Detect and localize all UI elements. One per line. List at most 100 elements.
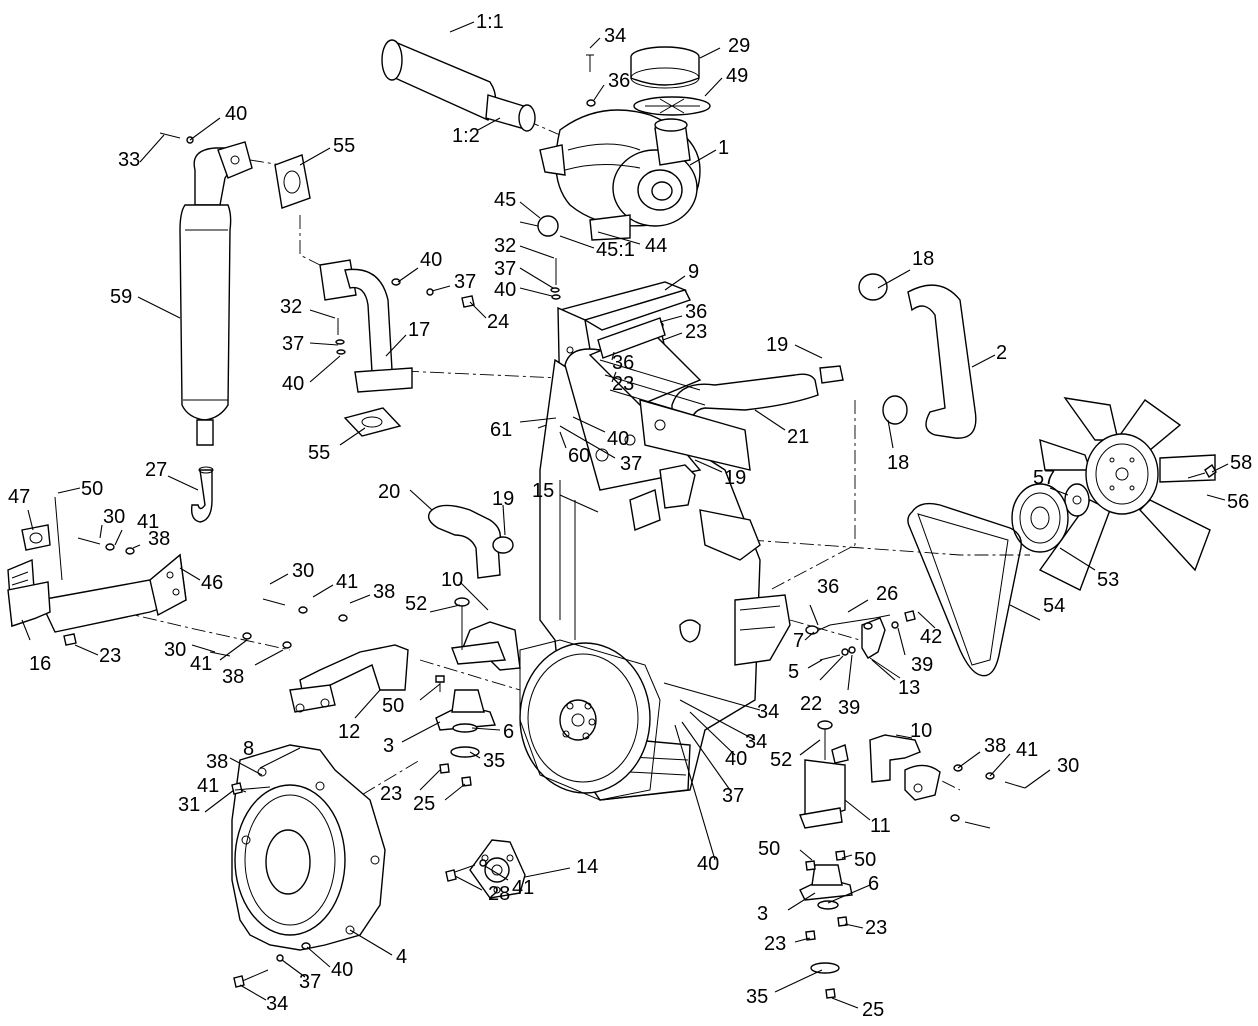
- exhaust-pipe-17: [319, 259, 413, 393]
- flywheel-housing: [231, 744, 386, 988]
- callout-56: 56: [1227, 491, 1249, 513]
- precleaner-screen: [633, 96, 711, 116]
- callout-18: 18: [912, 248, 934, 270]
- callout-40: 40: [725, 748, 747, 770]
- callout-40: 40: [225, 103, 247, 125]
- flywheel-housing-plate: [519, 639, 661, 801]
- callout-32: 32: [280, 296, 302, 318]
- callout-45: 45: [494, 189, 516, 211]
- callout-41: 41: [336, 571, 358, 593]
- callout-10: 10: [910, 720, 932, 742]
- callout-33: 33: [118, 149, 140, 171]
- bracket-46-hardware: [54, 496, 135, 646]
- callout-38: 38: [206, 751, 228, 773]
- callout-42: 42: [920, 626, 942, 648]
- callout-45-1: 45:1: [596, 239, 635, 261]
- callout-14: 14: [576, 856, 598, 878]
- callout-17: 17: [408, 319, 430, 341]
- callout-31: 31: [178, 794, 200, 816]
- callout-36: 36: [612, 352, 634, 374]
- callout-25: 25: [413, 793, 435, 815]
- bracket-13: [805, 610, 916, 679]
- callout-34: 34: [604, 25, 626, 47]
- intake-cap-44-45: [519, 215, 559, 237]
- callout-47: 47: [8, 486, 30, 508]
- callout-39: 39: [838, 697, 860, 719]
- callout-53: 53: [1097, 569, 1119, 591]
- bolt-58: [1187, 463, 1217, 479]
- callout-34: 34: [757, 701, 779, 723]
- exhaust-hardware: [159, 132, 475, 355]
- callout-41: 41: [137, 511, 159, 533]
- callout-32: 32: [494, 235, 516, 257]
- callout-36: 36: [685, 301, 707, 323]
- callout-61: 61: [490, 419, 512, 441]
- callout-11: 11: [870, 815, 891, 837]
- callout-41: 41: [197, 775, 219, 797]
- callout-36: 36: [608, 70, 630, 92]
- callout-52: 52: [405, 593, 427, 615]
- callout-37: 37: [722, 785, 744, 807]
- callout-23: 23: [685, 321, 707, 343]
- callout-35: 35: [746, 986, 768, 1008]
- callout-19: 19: [492, 488, 514, 510]
- callout-40: 40: [331, 959, 353, 981]
- bolt-34-top: [586, 54, 594, 72]
- callout-22: 22: [800, 693, 822, 715]
- bracket-12-hardware: [209, 598, 348, 657]
- callout-40: 40: [282, 373, 304, 395]
- cooling-fan: [1038, 397, 1216, 591]
- callout-7: 7: [793, 630, 804, 652]
- callout-57: 57: [1033, 467, 1055, 489]
- callout-38: 38: [373, 581, 395, 603]
- callout-50: 50: [758, 838, 780, 860]
- callout-37: 37: [494, 258, 516, 280]
- callout-21: 21: [787, 426, 809, 448]
- tailpipe: [190, 466, 214, 523]
- callout-23: 23: [865, 917, 887, 939]
- callout-30: 30: [103, 506, 125, 528]
- clamp-47: [21, 524, 51, 551]
- callout-41: 41: [190, 653, 212, 675]
- flywheel: [519, 642, 651, 794]
- washer-36-top: [586, 99, 596, 107]
- exhaust-gasket-55-top: [274, 154, 311, 209]
- callout-50: 50: [81, 478, 103, 500]
- callout-1-1: 1:1: [476, 11, 504, 33]
- callout-2: 2: [996, 342, 1007, 364]
- callout-24: 24: [487, 311, 509, 333]
- callout-58: 58: [1230, 452, 1252, 474]
- upper-radiator-hose-2: [858, 273, 977, 439]
- callout-4: 4: [396, 946, 407, 968]
- callout-9: 9: [688, 261, 699, 283]
- callout-16: 16: [29, 653, 51, 675]
- callout-23: 23: [764, 933, 786, 955]
- callout-26: 26: [876, 583, 898, 605]
- callout-15: 15: [532, 480, 554, 502]
- precleaner-cap: [630, 46, 700, 89]
- callout-40: 40: [607, 428, 629, 450]
- rubber-mount-3-left: [435, 675, 496, 787]
- engine-mount-bracket-11: [799, 720, 991, 829]
- fan-belt: [907, 502, 1022, 677]
- callout-30: 30: [1057, 755, 1079, 777]
- callout-28: 28: [488, 883, 510, 905]
- callout-5: 5: [788, 661, 799, 683]
- fan-pulley: [1011, 483, 1069, 553]
- callout-54: 54: [1043, 595, 1065, 617]
- callout-50: 50: [382, 695, 404, 717]
- callout-50: 50: [854, 849, 876, 871]
- callout-3: 3: [383, 735, 394, 757]
- callout-12: 12: [338, 721, 360, 743]
- callout-41: 41: [512, 877, 534, 899]
- rubber-mount-3-right: [799, 850, 853, 999]
- callout-19: 19: [766, 334, 788, 356]
- bracket-16: [7, 558, 51, 627]
- callout-6: 6: [503, 721, 514, 743]
- callout-13: 13: [898, 677, 920, 699]
- callout-30: 30: [164, 639, 186, 661]
- callout-37: 37: [282, 333, 304, 355]
- callout-labels: 1:1 1:2 34 29 36 49 1 45 45:1 44 40 33 5…: [8, 11, 1252, 1021]
- callout-44: 44: [645, 235, 667, 257]
